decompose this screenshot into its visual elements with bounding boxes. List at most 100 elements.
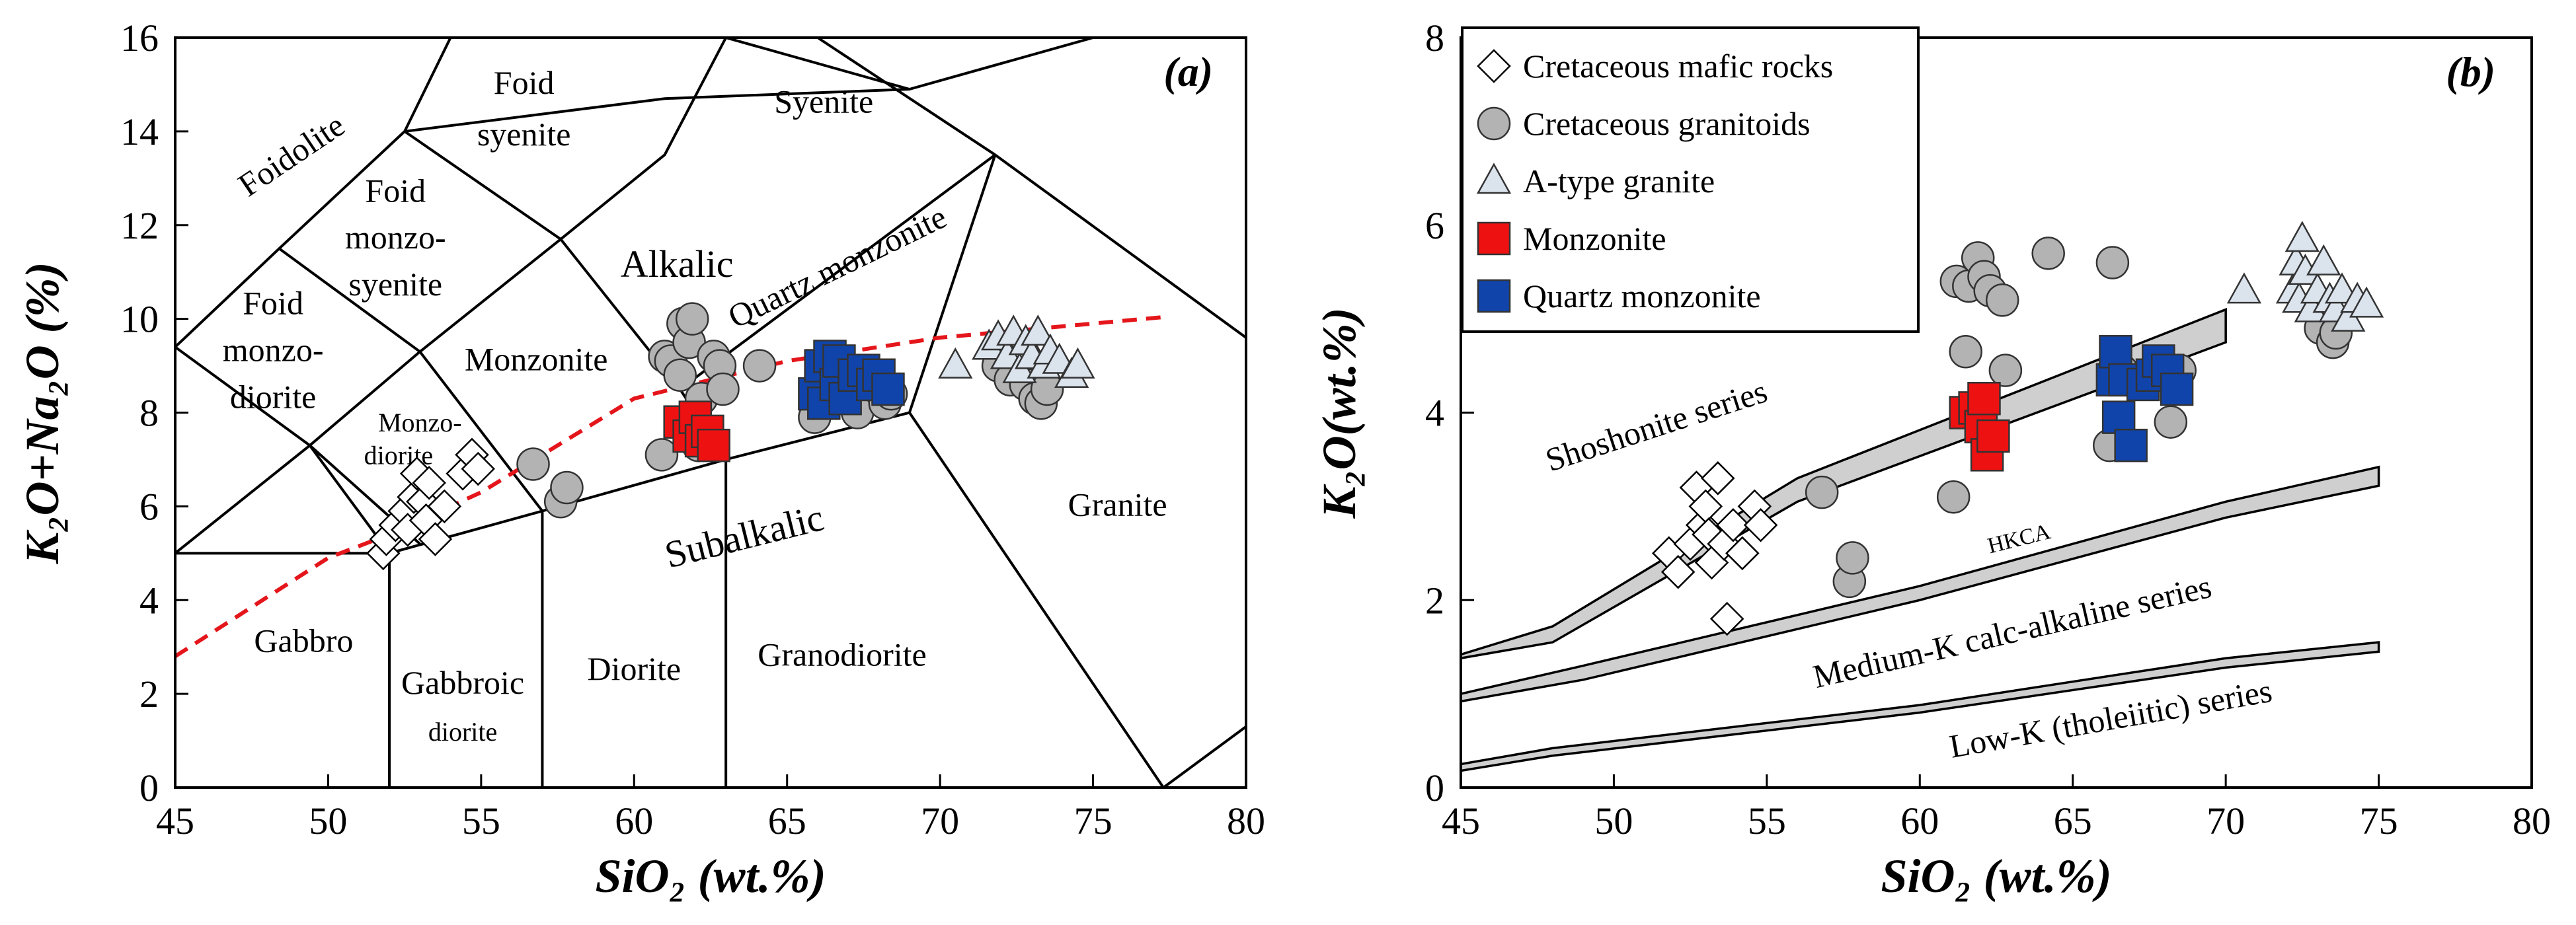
y-tick-label: 10 [120, 298, 159, 341]
x-tick-label: 60 [1900, 799, 1939, 842]
data-point [871, 372, 905, 406]
tas-data-points [366, 302, 1095, 571]
y-tick-label: 2 [139, 673, 159, 716]
alkalic-subalkalic-divider [175, 314, 1170, 658]
data-point [1949, 335, 1982, 369]
data-point [644, 438, 679, 472]
data-point [938, 347, 973, 379]
field-label: Granite [1068, 486, 1167, 523]
series-a-type-granite [938, 314, 1095, 388]
data-point [1936, 480, 1971, 514]
field-label: syenite [477, 116, 571, 153]
data-point [418, 522, 453, 556]
x-tick-label: 80 [2513, 799, 2551, 842]
data-point [1660, 554, 1696, 589]
data-point [663, 358, 697, 392]
series-label: Low-K (tholeiitic) series [1947, 672, 2275, 765]
x-tick-label: 45 [1442, 799, 1480, 842]
field-label: Foid [243, 285, 303, 322]
field-label: Foidolite [231, 106, 351, 204]
x-axis-title-b: SiO₂ (wt.%) [1881, 850, 2111, 903]
legend-marker [1476, 163, 1512, 194]
data-point [550, 470, 584, 505]
field-boundary-line [816, 38, 996, 157]
y-tick-label: 8 [1425, 17, 1444, 59]
data-point [2101, 400, 2136, 434]
y-tick-label: 6 [139, 485, 159, 528]
data-point [706, 372, 740, 406]
data-point [1021, 314, 1056, 346]
field-label: Alkalic [621, 242, 734, 285]
legend-marker [1477, 49, 1511, 83]
x-tick-label: 50 [309, 799, 347, 842]
field-label: monzo- [345, 219, 446, 256]
field-boundary-line [1162, 725, 1246, 788]
data-point [461, 451, 495, 486]
y-tick-label: 12 [120, 204, 159, 247]
data-point [1060, 347, 1095, 379]
series-boundary-band [1461, 465, 2380, 703]
legend-label: A-type granite [1523, 163, 1715, 200]
x-tick-label: 75 [1074, 799, 1112, 842]
data-point [2306, 244, 2341, 276]
series-boundary-band [1461, 307, 2227, 659]
legend-label: Cretaceous granitoids [1523, 105, 1811, 142]
series-label: Shoshonite series [1541, 372, 1772, 478]
series-a-type-granite [2226, 221, 2384, 332]
field-label: Granodiorite [758, 636, 926, 673]
legend-marker [1477, 221, 1511, 256]
y-tick-label: 2 [1425, 579, 1444, 622]
legend-box [1461, 26, 1920, 333]
x-tick-label: 60 [615, 799, 653, 842]
data-point [412, 466, 446, 500]
field-label: Diorite [587, 650, 681, 687]
field-label: Foid [494, 64, 555, 101]
field-boundary-line [908, 154, 997, 414]
field-label: Gabbro [254, 622, 353, 659]
data-point [2284, 221, 2320, 252]
field-label: Monzonite [465, 341, 608, 378]
field-boundary-line [404, 38, 1094, 133]
series-boundary-band [1461, 641, 2380, 772]
data-point [1967, 381, 2001, 416]
field-label: diorite [230, 378, 317, 415]
field-label: Syenite [774, 83, 873, 120]
legend-label: Monzonite [1523, 220, 1666, 257]
series-quartz-monzonite [2095, 335, 2194, 462]
field-boundary-line [175, 38, 727, 554]
x-tick-label: 80 [1227, 799, 1265, 842]
y-tick-label: 0 [1425, 766, 1444, 809]
x-axis-title-a: SiO₂ (wt.%) [595, 850, 826, 903]
panel-label-a: (a) [1163, 48, 1213, 95]
y-tick-label: 16 [120, 17, 159, 59]
legend-marker [1477, 279, 1511, 313]
x-tick-label: 65 [2054, 799, 2092, 842]
field-label: Foid [365, 172, 426, 209]
field-label: Gabbroic [401, 664, 524, 701]
field-boundary-line [679, 153, 996, 390]
field-label: Quartz monzonite [722, 198, 953, 336]
x-tick-label: 75 [2360, 799, 2398, 842]
series-boundary-bands [1461, 307, 2380, 772]
data-point [1725, 536, 1760, 571]
series-monzonite [1949, 381, 2010, 472]
legend-label: Cretaceous mafic rocks [1523, 48, 1833, 85]
data-point [2349, 286, 2384, 318]
data-point [516, 447, 550, 481]
x-tick-label: 55 [462, 799, 500, 842]
series-cretaceous-mafic-rocks [1651, 461, 1778, 636]
x-tick-label: 50 [1594, 799, 1633, 842]
legend-label: Quartz monzonite [1523, 278, 1761, 314]
data-point [1988, 353, 2023, 387]
field-label: Monzo- [378, 408, 462, 437]
data-point [2031, 237, 2065, 270]
data-point [1986, 283, 2019, 317]
y-tick-label: 4 [139, 579, 159, 622]
data-point [2095, 246, 2130, 279]
field-boundary-line [725, 38, 910, 91]
